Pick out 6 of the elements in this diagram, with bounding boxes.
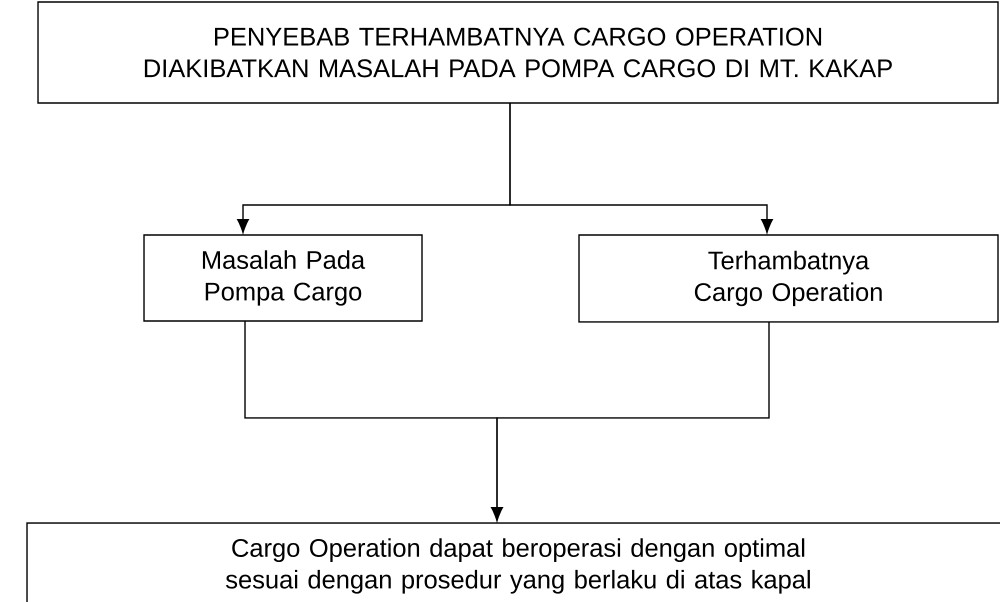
arrow bbox=[491, 322, 770, 521]
arrow bbox=[509, 103, 773, 233]
process-box: Masalah Pada Pompa Cargo bbox=[143, 234, 423, 322]
process-box: PENYEBAB TERHAMBATNYA CARGO OPERATION DIAKIBATKAN MASALAH PADA POMPA CARGO DI MT. KAKAP bbox=[37, 1, 999, 104]
process-box: Cargo Operation dapat beroperasi dengan optimal sesuai dengan prosedur yang berlaku di atas kapal bbox=[26, 522, 1000, 602]
process-box: Terhambatnya Cargo Operation bbox=[578, 234, 999, 323]
